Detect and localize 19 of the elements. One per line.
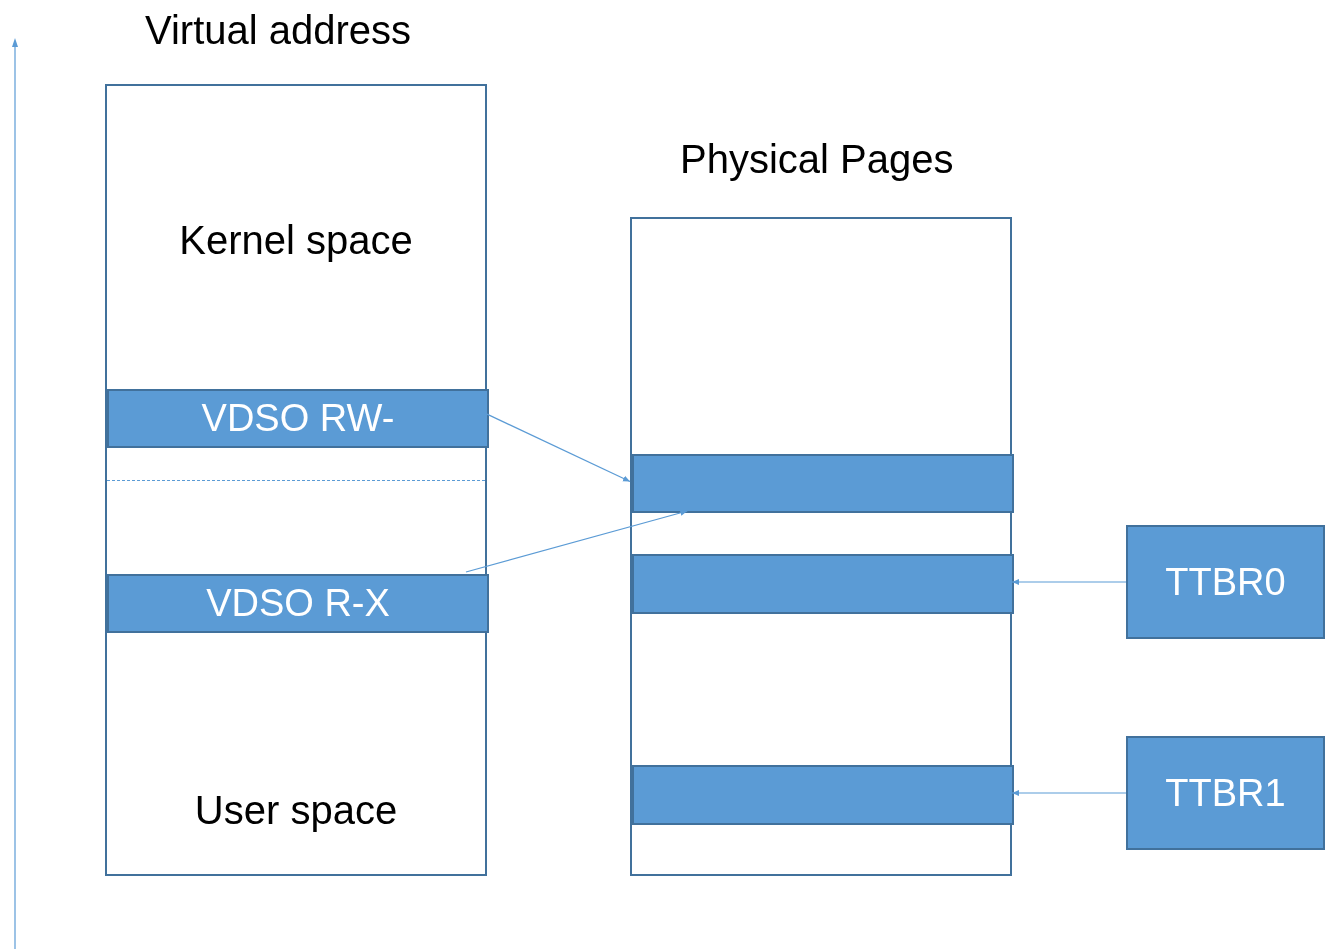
register-box bbox=[1126, 525, 1325, 639]
box-heading: Physical Pages bbox=[680, 136, 954, 183]
page-bar bbox=[632, 554, 1014, 614]
box-heading: Virtual address bbox=[145, 7, 412, 54]
region-name: TTBR1 bbox=[1165, 770, 1286, 816]
region-name: TTBR0 bbox=[1165, 559, 1286, 605]
arrow bbox=[1011, 790, 1127, 796]
page-bar bbox=[632, 765, 1014, 825]
memory-region-bar bbox=[107, 389, 489, 448]
arrow bbox=[1011, 579, 1127, 585]
register-box bbox=[1126, 736, 1325, 850]
memory-region-bar bbox=[107, 574, 489, 633]
region-label: Kernel space bbox=[178, 217, 414, 264]
arrow bbox=[486, 413, 631, 483]
region-name: VDSO RW- bbox=[201, 396, 395, 441]
region-label: User space bbox=[193, 787, 399, 834]
arrow bbox=[465, 509, 688, 573]
region-name: VDSO R-X bbox=[206, 581, 390, 626]
page-bar bbox=[632, 454, 1014, 513]
